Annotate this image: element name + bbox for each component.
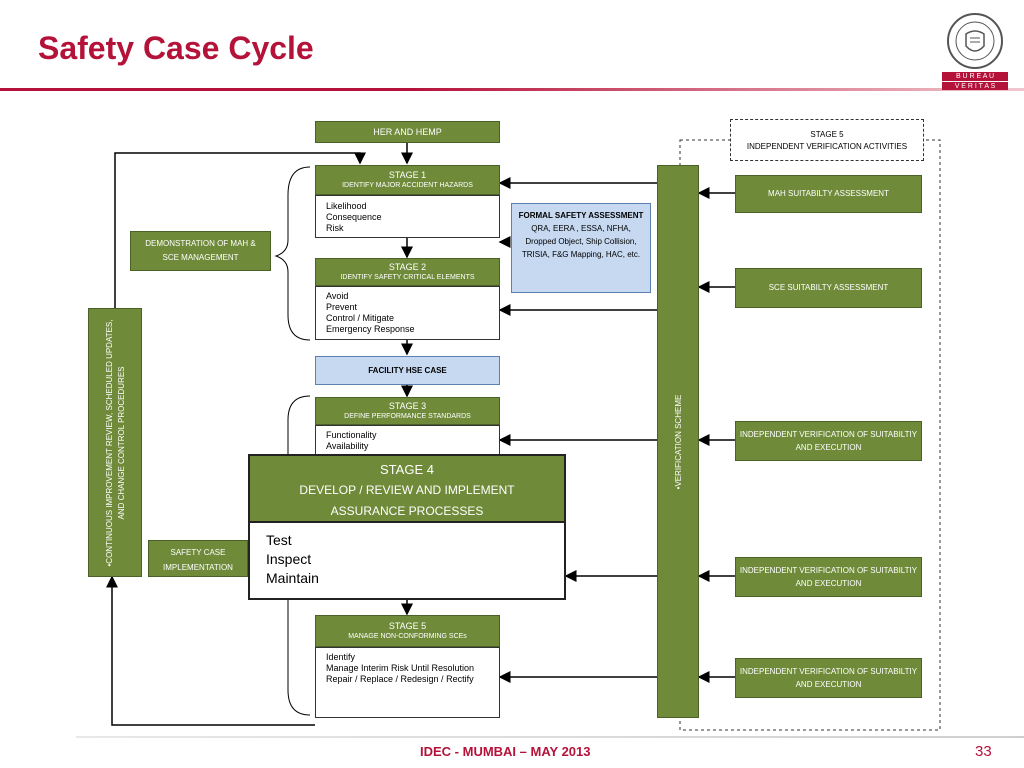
mah-suitability-box: MAH SUITABILTY ASSESSMENT [735, 175, 922, 213]
sce-suitability-label: SCE SUITABILTY ASSESSMENT [768, 283, 889, 292]
stage5-body: Identify Manage Interim Risk Until Resol… [315, 647, 500, 718]
iv-box-2-label: INDEPENDENT VERIFICATION OF SUITABILTIY … [739, 566, 918, 588]
list-item: Maintain [266, 570, 319, 586]
footer-text: IDEC - MUMBAI – MAY 2013 [420, 744, 591, 759]
stage4-line2: ASSURANCE PROCESSES [330, 504, 484, 518]
stage1-body: Likelihood Consequence Risk [315, 195, 500, 238]
list-item: Identify [326, 652, 356, 662]
verification-scheme-bar: •VERIFICATION SCHEME [657, 165, 699, 718]
list-item: Inspect [266, 551, 312, 567]
footer-divider [76, 736, 1024, 738]
list-item: Manage Interim Risk Until Resolution [326, 663, 475, 673]
safety-case-box: SAFETY CASE IMPLEMENTATION [148, 540, 248, 577]
her-hemp-label: HER AND HEMP [373, 127, 442, 137]
stage2-header: STAGE 2 IDENTIFY SAFETY CRITICAL ELEMENT… [315, 258, 500, 286]
stage1-title: STAGE 1 [388, 170, 427, 180]
her-hemp-box: HER AND HEMP [315, 121, 500, 143]
formal-safety-box: FORMAL SAFETY ASSESSMENT QRA, EERA , ESS… [511, 203, 651, 293]
list-item: Consequence [326, 212, 382, 222]
demonstration-box: DEMONSTRATION OF MAH & SCE MANAGEMENT [130, 231, 271, 271]
list-item: Likelihood [326, 201, 367, 211]
list-item: Test [266, 532, 292, 548]
iv-stage-subtitle: INDEPENDENT VERIFICATION ACTIVITIES [746, 142, 908, 151]
list-item: Repair / Replace / Redesign / Rectify [326, 674, 474, 684]
stage5-header: STAGE 5 MANAGE NON-CONFORMING SCEs [315, 615, 500, 647]
stage3-body: Functionality Availability [315, 425, 500, 455]
iv-box-1-label: INDEPENDENT VERIFICATION OF SUITABILTIY … [739, 430, 918, 452]
iv-box-2: INDEPENDENT VERIFICATION OF SUITABILTIY … [735, 557, 922, 597]
iv-box-1: INDEPENDENT VERIFICATION OF SUITABILTIY … [735, 421, 922, 461]
iv-stage-box: STAGE 5 INDEPENDENT VERIFICATION ACTIVIT… [730, 119, 924, 161]
logo-seal-icon [947, 13, 1003, 69]
page-number: 33 [975, 743, 992, 760]
continuous-improvement-label: •CONTINUOUS IMPROVEMENT REVIEW, SCHEDULE… [105, 319, 126, 567]
stage3-subtitle: DEFINE PERFORMANCE STANDARDS [344, 413, 471, 420]
stage1-header: STAGE 1 IDENTIFY MAJOR ACCIDENT HAZARDS [315, 165, 500, 195]
stage4-header: STAGE 4 DEVELOP / REVIEW AND IMPLEMENT A… [248, 454, 566, 523]
stage3-header: STAGE 3 DEFINE PERFORMANCE STANDARDS [315, 397, 500, 425]
safety-case-label: SAFETY CASE IMPLEMENTATION [163, 548, 233, 572]
stage5-subtitle: MANAGE NON-CONFORMING SCEs [348, 633, 467, 640]
stage5-title: STAGE 5 [388, 621, 427, 631]
demonstration-label: DEMONSTRATION OF MAH & SCE MANAGEMENT [145, 239, 256, 262]
bureau-veritas-logo: B U R E A U V E R I T A S [940, 10, 1010, 90]
stage3-title: STAGE 3 [388, 401, 427, 411]
sce-suitability-box: SCE SUITABILTY ASSESSMENT [735, 268, 922, 308]
list-item: Avoid [326, 291, 349, 301]
formal-safety-title: FORMAL SAFETY ASSESSMENT [518, 211, 644, 220]
list-item: Functionality [326, 430, 377, 440]
iv-box-3-label: INDEPENDENT VERIFICATION OF SUITABILTIY … [739, 667, 918, 689]
facility-hse-label: FACILITY HSE CASE [368, 366, 447, 375]
mah-suitability-label: MAH SUITABILTY ASSESSMENT [768, 189, 889, 198]
stage2-body: Avoid Prevent Control / Mitigate Emergen… [315, 286, 500, 340]
iv-stage-title: STAGE 5 [810, 130, 844, 139]
list-item: Emergency Response [326, 324, 415, 334]
continuous-improvement-bar: •CONTINUOUS IMPROVEMENT REVIEW, SCHEDULE… [88, 308, 142, 577]
stage4-line1: DEVELOP / REVIEW AND IMPLEMENT [299, 483, 515, 497]
list-item: Availability [326, 441, 369, 451]
list-item: Prevent [326, 302, 358, 312]
list-item: Control / Mitigate [326, 313, 395, 323]
stage2-subtitle: IDENTIFY SAFETY CRITICAL ELEMENTS [340, 274, 475, 281]
stage4-body: Test Inspect Maintain [248, 523, 566, 600]
stage1-subtitle: IDENTIFY MAJOR ACCIDENT HAZARDS [342, 182, 473, 189]
logo-word-bureau: B U R E A U [942, 72, 1008, 81]
title-underline [0, 88, 1024, 91]
facility-hse-box: FACILITY HSE CASE [315, 356, 500, 385]
verification-scheme-label: •VERIFICATION SCHEME [674, 394, 683, 490]
list-item: Risk [326, 223, 344, 233]
slide-title: Safety Case Cycle [38, 30, 314, 66]
stage2-title: STAGE 2 [388, 262, 427, 272]
formal-safety-body: QRA, EERA , ESSA, NFHA, Dropped Object, … [521, 224, 641, 259]
logo-word-veritas: V E R I T A S [942, 81, 1008, 90]
stage4-title: STAGE 4 [380, 462, 434, 477]
iv-box-3: INDEPENDENT VERIFICATION OF SUITABILTIY … [735, 658, 922, 698]
